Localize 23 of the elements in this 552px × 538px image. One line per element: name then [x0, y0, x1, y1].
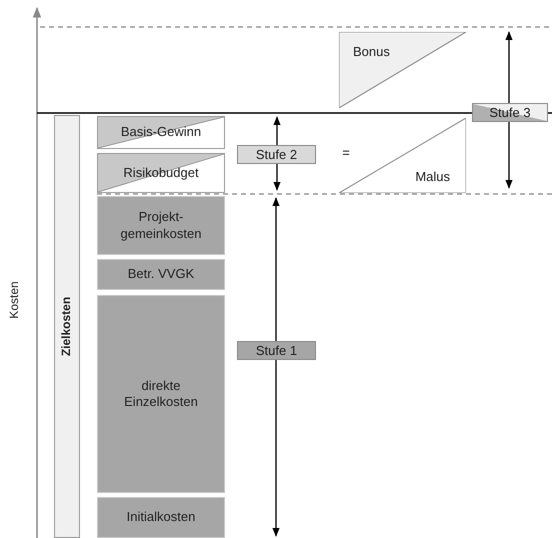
block-label: direkte Einzelkosten	[123, 378, 199, 410]
equals-sign: =	[341, 144, 351, 162]
target-cost-bar	[54, 115, 80, 538]
block-label: Basis-Gewinn	[120, 124, 202, 141]
block-label: Projekt- gemeinkosten	[120, 209, 202, 242]
block-label: Bonus	[353, 44, 390, 60]
block-label: Betr. VVGK	[128, 266, 194, 283]
cost-block	[97, 497, 225, 538]
axis-label: Kosten	[6, 280, 22, 321]
cost-block	[97, 295, 225, 493]
cost-block	[97, 196, 225, 255]
block-label: Risikobudget	[123, 164, 199, 182]
triangle-area	[339, 118, 466, 193]
level-tag: Stufe 3	[472, 103, 548, 122]
block-label: Zielkosten	[60, 296, 74, 356]
level-tag: Stufe 2	[237, 145, 316, 164]
triangle-area	[339, 32, 466, 108]
risk-block	[97, 153, 225, 193]
block-label: Malus	[415, 168, 450, 185]
cost-block	[97, 259, 225, 290]
level-tag: Stufe 1	[237, 341, 316, 360]
profit-block	[97, 116, 225, 149]
block-label: Initialkosten	[126, 509, 196, 526]
